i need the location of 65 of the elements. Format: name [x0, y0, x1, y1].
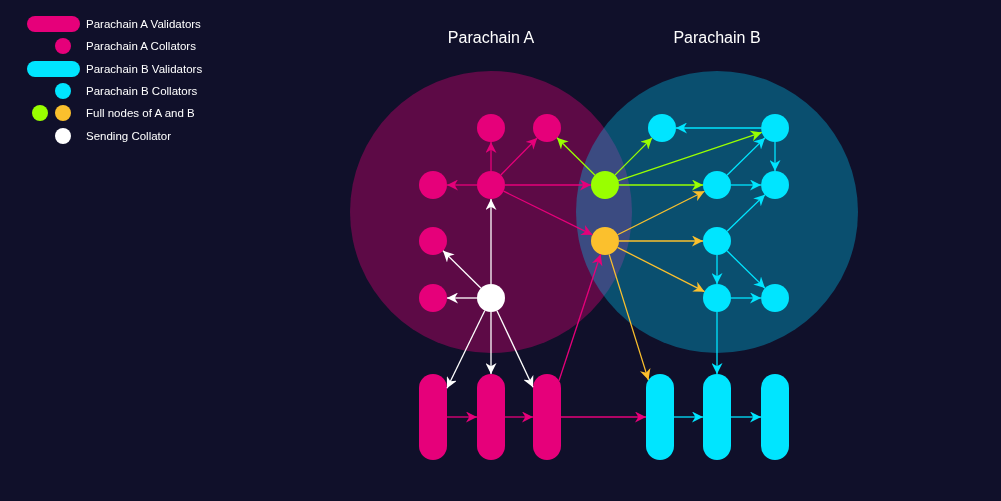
collator-node: [591, 171, 619, 199]
validator-pill: [419, 374, 447, 460]
arrow: [502, 190, 594, 236]
collator-node: [477, 171, 505, 199]
arrow: [730, 292, 762, 304]
parachain-heading: Parachain A: [446, 28, 536, 48]
arrow: [504, 179, 592, 191]
arrow: [726, 137, 766, 176]
legend-label: Parachain B Validators: [86, 62, 203, 76]
arrow: [730, 179, 762, 191]
legend-label: Parachain A Validators: [86, 17, 201, 31]
arrow: [496, 310, 534, 388]
validator-pill: [761, 374, 789, 460]
legend-label: Parachain B Collators: [86, 84, 198, 98]
arrow: [769, 141, 781, 172]
validator-pill: [646, 374, 674, 460]
arrow: [560, 411, 647, 423]
collator-node: [533, 114, 561, 142]
collator-node: [419, 284, 447, 312]
arrow: [614, 137, 653, 176]
validator-pill: [533, 374, 561, 460]
legend-label: Parachain A Collators: [86, 39, 196, 53]
validator-pill: [703, 374, 731, 460]
collator-node: [477, 114, 505, 142]
collator-node: [419, 171, 447, 199]
arrow: [617, 130, 763, 182]
arrow: [726, 194, 766, 232]
collator-node: [703, 171, 731, 199]
arrow: [711, 254, 723, 285]
arrow: [616, 190, 706, 236]
validator-pill: [477, 374, 505, 460]
arrow: [485, 311, 497, 375]
arrow: [608, 253, 651, 381]
arrow: [500, 137, 538, 176]
arrow: [673, 411, 704, 423]
collator-node: [703, 284, 731, 312]
arrow: [446, 309, 486, 389]
arrow: [618, 179, 704, 191]
arrow: [446, 411, 478, 423]
arrow: [558, 253, 603, 382]
arrow: [485, 198, 497, 285]
arrow: [675, 122, 762, 134]
legend-label: Sending Collator: [86, 129, 172, 143]
arrow: [618, 235, 704, 247]
arrow: [446, 179, 478, 191]
legend-label: Full nodes of A and B: [86, 106, 195, 120]
collator-node: [591, 227, 619, 255]
parachain-circle: [576, 28, 858, 353]
arrow: [556, 137, 596, 176]
arrow: [442, 250, 482, 289]
collator-node: [761, 284, 789, 312]
collator-node: [703, 227, 731, 255]
arrow: [616, 246, 706, 293]
arrow: [726, 250, 766, 289]
collator-node: [761, 114, 789, 142]
collator-node: [648, 114, 676, 142]
collator-node: [477, 284, 505, 312]
arrow: [730, 411, 762, 423]
arrow: [504, 411, 534, 423]
arrow: [711, 311, 723, 375]
arrow: [446, 292, 478, 304]
arrow: [485, 141, 497, 172]
collator-node: [761, 171, 789, 199]
collator-node: [419, 227, 447, 255]
parachain-heading: Parachain B: [672, 28, 762, 48]
